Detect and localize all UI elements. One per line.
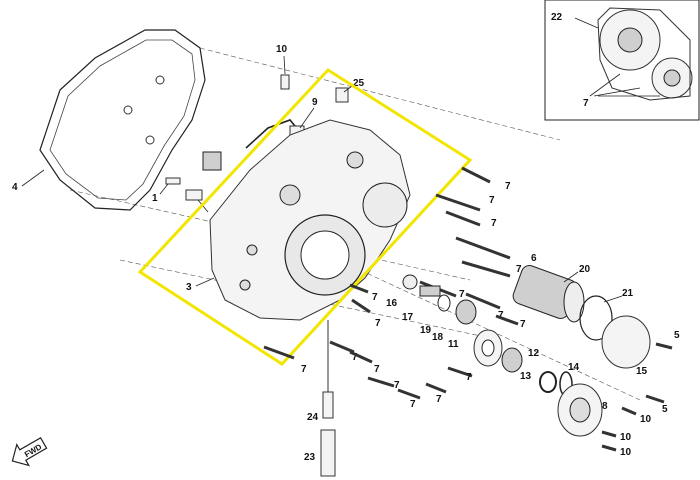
callout-10-c: 10 bbox=[620, 447, 632, 458]
callout-13: 13 bbox=[520, 371, 532, 382]
callout-7-e: 7 bbox=[459, 289, 465, 300]
oring-part-19 bbox=[437, 294, 451, 312]
highlight-frame bbox=[137, 68, 473, 366]
gasket-outline bbox=[39, 29, 206, 211]
callout-1: 1 bbox=[152, 193, 158, 204]
fwd-arrow: FWD bbox=[11, 436, 48, 467]
callout-6: 6 bbox=[531, 253, 537, 264]
callout-17: 17 bbox=[402, 312, 414, 323]
callout-21: 21 bbox=[622, 288, 634, 299]
callout-7-g: 7 bbox=[520, 319, 526, 330]
bolt-group-bottom: 7 7 7 7 7 7 7 bbox=[263, 340, 473, 410]
callout-7-l: 7 bbox=[374, 364, 380, 375]
callout-16: 16 bbox=[386, 298, 398, 309]
inset-leader-22 bbox=[574, 17, 599, 29]
inset-view: 22 7 bbox=[544, 0, 700, 121]
sensor-connector bbox=[202, 151, 222, 171]
callout-7-b: 7 bbox=[489, 195, 495, 206]
part-2 bbox=[185, 189, 203, 201]
callout-10-a: 10 bbox=[640, 414, 652, 425]
pin-part-1 bbox=[165, 177, 181, 185]
callout-22: 22 bbox=[551, 12, 563, 23]
callout-7-k: 7 bbox=[352, 352, 358, 363]
callout-10-top: 10 bbox=[276, 44, 288, 55]
seal-part-21 bbox=[579, 295, 613, 341]
callout-7-h: 7 bbox=[372, 292, 378, 303]
callout-11: 11 bbox=[448, 339, 459, 350]
callout-7-o: 7 bbox=[436, 394, 442, 405]
filter-assembly: 20 21 15 bbox=[512, 264, 651, 377]
bolt-group-lower-right: 5 5 10 10 10 bbox=[601, 330, 680, 458]
inset-case-outline bbox=[597, 7, 691, 101]
callout-7-f: 7 bbox=[498, 310, 504, 321]
callout-20: 20 bbox=[579, 264, 591, 275]
callout-24: 24 bbox=[307, 412, 319, 423]
callout-7-d: 7 bbox=[516, 264, 522, 275]
rod-part-23 bbox=[320, 429, 336, 477]
callout-8: 8 bbox=[602, 401, 608, 412]
pump-housing-part-8: 8 bbox=[557, 383, 608, 437]
spring-part-17 bbox=[419, 285, 441, 297]
callout-25: 25 bbox=[353, 78, 365, 89]
callout-5-b: 5 bbox=[662, 404, 668, 415]
callout-9: 9 bbox=[312, 97, 318, 108]
seal-part-13 bbox=[539, 371, 557, 393]
inset-leader-7a bbox=[589, 73, 621, 97]
inset-cover-hub bbox=[617, 27, 643, 53]
case-cover-upper-bore bbox=[362, 182, 408, 228]
left-small-parts: 1 2 bbox=[152, 177, 218, 227]
callout-19: 19 bbox=[420, 325, 432, 336]
gear-part-18 bbox=[455, 299, 477, 325]
callout-7-m: 7 bbox=[394, 380, 400, 391]
inset-filter-hub bbox=[663, 69, 681, 87]
case-cover-port bbox=[279, 184, 301, 206]
dipstick-parts: 24 23 bbox=[304, 320, 336, 477]
case-cover-bore-inner bbox=[300, 230, 350, 280]
callout-10-b: 10 bbox=[620, 432, 632, 443]
callout-7-p: 7 bbox=[466, 372, 472, 383]
callout-5-a: 5 bbox=[674, 330, 680, 341]
callout-3: 3 bbox=[186, 282, 192, 293]
fwd-arrow-icon bbox=[11, 436, 48, 467]
gasket-part-4: 4 bbox=[12, 29, 206, 211]
callout-12: 12 bbox=[528, 348, 540, 359]
inset-leader-7b bbox=[593, 87, 641, 97]
callout-7-a: 7 bbox=[505, 181, 511, 192]
bolt-part-10-top bbox=[280, 74, 290, 90]
tube-part-24 bbox=[322, 391, 334, 419]
callout-15: 15 bbox=[636, 366, 648, 377]
callout-7-n: 7 bbox=[410, 399, 416, 410]
filter-cover-part-15 bbox=[601, 315, 651, 369]
gear-part-12 bbox=[501, 347, 523, 373]
gear-and-seal-parts: 16 17 19 18 11 12 13 14 bbox=[386, 274, 580, 397]
callout-4: 4 bbox=[12, 182, 18, 193]
ball-part-16 bbox=[402, 274, 418, 290]
callout-18: 18 bbox=[432, 332, 444, 343]
gasket-inner-edge bbox=[49, 39, 196, 201]
callout-7-c: 7 bbox=[491, 218, 497, 229]
callout-23: 23 bbox=[304, 452, 316, 463]
callout-7-j: 7 bbox=[301, 364, 307, 375]
case-cover-part-3: 3 bbox=[186, 119, 411, 321]
callout-7-i: 7 bbox=[375, 318, 381, 329]
callout-7-inset: 7 bbox=[583, 98, 589, 109]
callout-14: 14 bbox=[568, 362, 580, 373]
